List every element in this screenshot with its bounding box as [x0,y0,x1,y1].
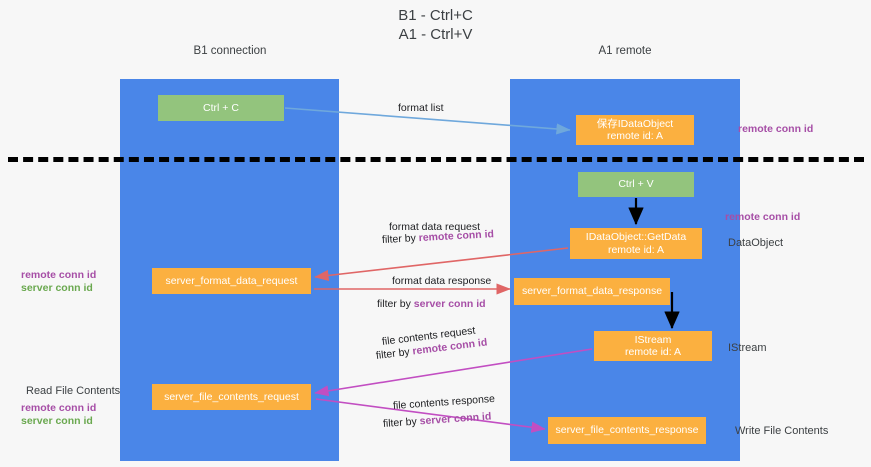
annotation-conn-ids-left-mid: remote conn id server conn id [21,269,96,295]
box-server-file-contents-request[interactable]: server_file_contents_request [152,384,311,410]
page-title: B1 - Ctrl+C A1 - Ctrl+V [398,7,473,43]
box-ctrl-v[interactable]: Ctrl + V [578,172,694,197]
filter-by-text: filter by [381,232,420,246]
remote-conn-id-label: remote conn id [21,269,97,281]
annotation-remote-conn-id-top: remote conn id [738,123,813,136]
filter-by-text: filter by [382,415,421,430]
server-conn-id-label: server conn id [413,298,486,310]
edge-label-filter-by-server-conn-id-2: filter by server conn id [383,409,492,431]
label-istream: IStream [728,342,767,354]
box-server-format-data-request[interactable]: server_format_data_request [152,268,311,294]
server-conn-id-label: server conn id [21,415,93,427]
edge-label-format-data-response: format data response [392,275,492,287]
box-istream[interactable]: IStream remote id: A [594,331,712,361]
server-conn-id-label: server conn id [21,282,93,294]
label-write-file-contents: Write File Contents [735,425,829,437]
column-header-b1: B1 connection [193,45,267,57]
remote-conn-id-label: remote conn id [725,211,801,223]
label-dataobject: DataObject [728,237,784,249]
remote-conn-id-label: remote conn id [418,228,495,245]
annotation-conn-ids-left-bottom: remote conn id server conn id [21,402,96,428]
filter-by-text: filter by [377,298,414,310]
box-idataobject-getdata[interactable]: IDataObject::GetData remote id: A [570,228,702,259]
filter-by-text: filter by [375,345,414,362]
remote-conn-id-label: remote conn id [738,123,814,135]
box-server-file-contents-response[interactable]: server_file_contents_response [548,417,706,444]
box-server-format-data-response[interactable]: server_format_data_response [514,278,670,305]
box-ctrl-c[interactable]: Ctrl + C [158,95,284,121]
edge-label-format-data-request: format data request [389,221,481,233]
edge-label-filter-by-server-conn-id-1: filter by server conn id [377,297,486,311]
box-save-idataobject[interactable]: 保存IDataObject remote id: A [576,115,694,145]
server-conn-id-label: server conn id [419,410,492,428]
column-header-a1: A1 remote [598,45,652,57]
edge-label-format-list: format list [398,102,444,114]
label-read-file-contents: Read File Contents [26,385,121,397]
phase-divider [8,157,864,162]
remote-conn-id-label: remote conn id [21,402,97,414]
annotation-remote-conn-id-mid: remote conn id [725,211,800,224]
